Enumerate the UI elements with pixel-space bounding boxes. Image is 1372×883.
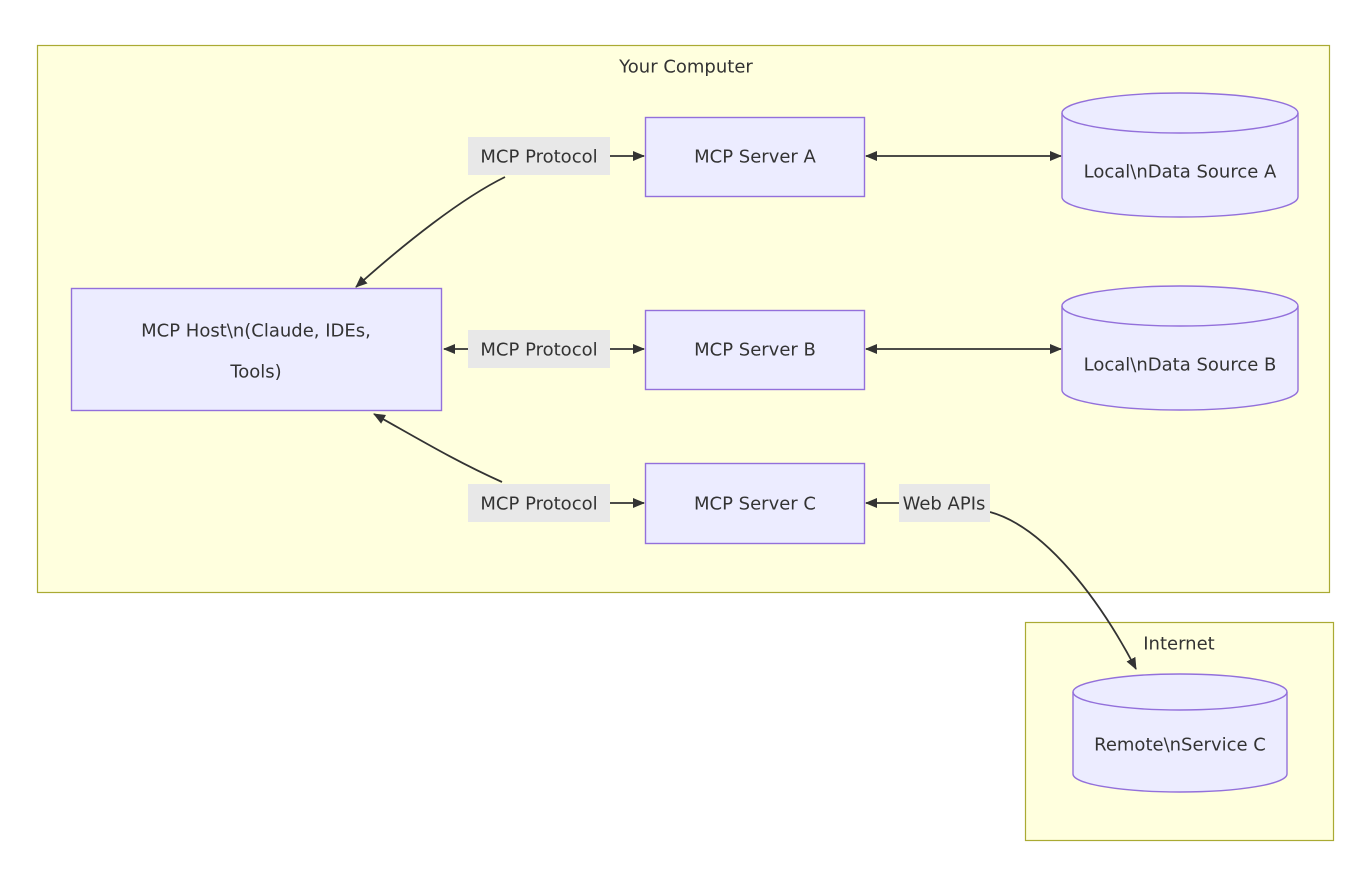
mcp-host-node: MCP Host\n(Claude, IDEs, Tools) <box>70 287 443 412</box>
local-data-source-b-cylinder: Local\nData Source B <box>1061 285 1299 411</box>
internet-title: Internet <box>1143 634 1214 655</box>
edge-label-text: MCP Protocol <box>480 147 597 168</box>
edge-host-to-protocol-c <box>373 413 503 483</box>
remote-service-c-label: Remote\nService C <box>1094 735 1266 756</box>
local-data-source-a-label: Local\nData Source A <box>1084 162 1277 183</box>
mcp-server-c-label: MCP Server C <box>694 494 816 515</box>
mcp-host-label-line2: Tools) <box>229 362 281 383</box>
mcp-server-c-node: MCP Server C <box>644 462 866 545</box>
local-data-source-b-label: Local\nData Source B <box>1084 355 1277 376</box>
edge-host-to-protocol-a <box>355 176 506 288</box>
edge-label-protocol-b: MCP Protocol <box>468 330 610 368</box>
mcp-server-a-label: MCP Server A <box>694 147 816 168</box>
edge-web-apis-to-remote-service <box>989 511 1137 670</box>
cylinder-body <box>1061 92 1299 218</box>
cylinder-rim <box>1061 305 1299 327</box>
cylinder-rim <box>1072 691 1288 711</box>
edge-label-text: Web APIs <box>903 494 986 515</box>
edge-label-protocol-a: MCP Protocol <box>468 137 610 175</box>
your-computer-title: Your Computer <box>618 57 753 78</box>
edge-label-bg <box>468 484 610 522</box>
cylinder-body <box>1061 285 1299 411</box>
mcp-server-a-node: MCP Server A <box>644 116 866 198</box>
edge-label-text: MCP Protocol <box>480 494 597 515</box>
mcp-server-b-label: MCP Server B <box>694 340 816 361</box>
edge-label-web-apis: Web APIs <box>899 484 990 522</box>
remote-service-c-cylinder: Remote\nService C <box>1072 673 1288 793</box>
mcp-server-a-box <box>644 116 866 198</box>
cylinder-body <box>1072 673 1288 793</box>
edge-label-bg <box>468 330 610 368</box>
mcp-server-c-box <box>644 462 866 545</box>
edge-label-bg <box>468 137 610 175</box>
local-data-source-a-cylinder: Local\nData Source A <box>1061 92 1299 218</box>
edge-label-bg <box>899 484 990 522</box>
mcp-host-label-line1: MCP Host\n(Claude, IDEs, <box>141 321 371 342</box>
edge-label-protocol-c: MCP Protocol <box>468 484 610 522</box>
cylinder-rim <box>1061 112 1299 134</box>
mcp-server-b-box <box>644 309 866 391</box>
edge-label-text: MCP Protocol <box>480 340 597 361</box>
mcp-host-box <box>70 287 443 412</box>
mcp-server-b-node: MCP Server B <box>644 309 866 391</box>
